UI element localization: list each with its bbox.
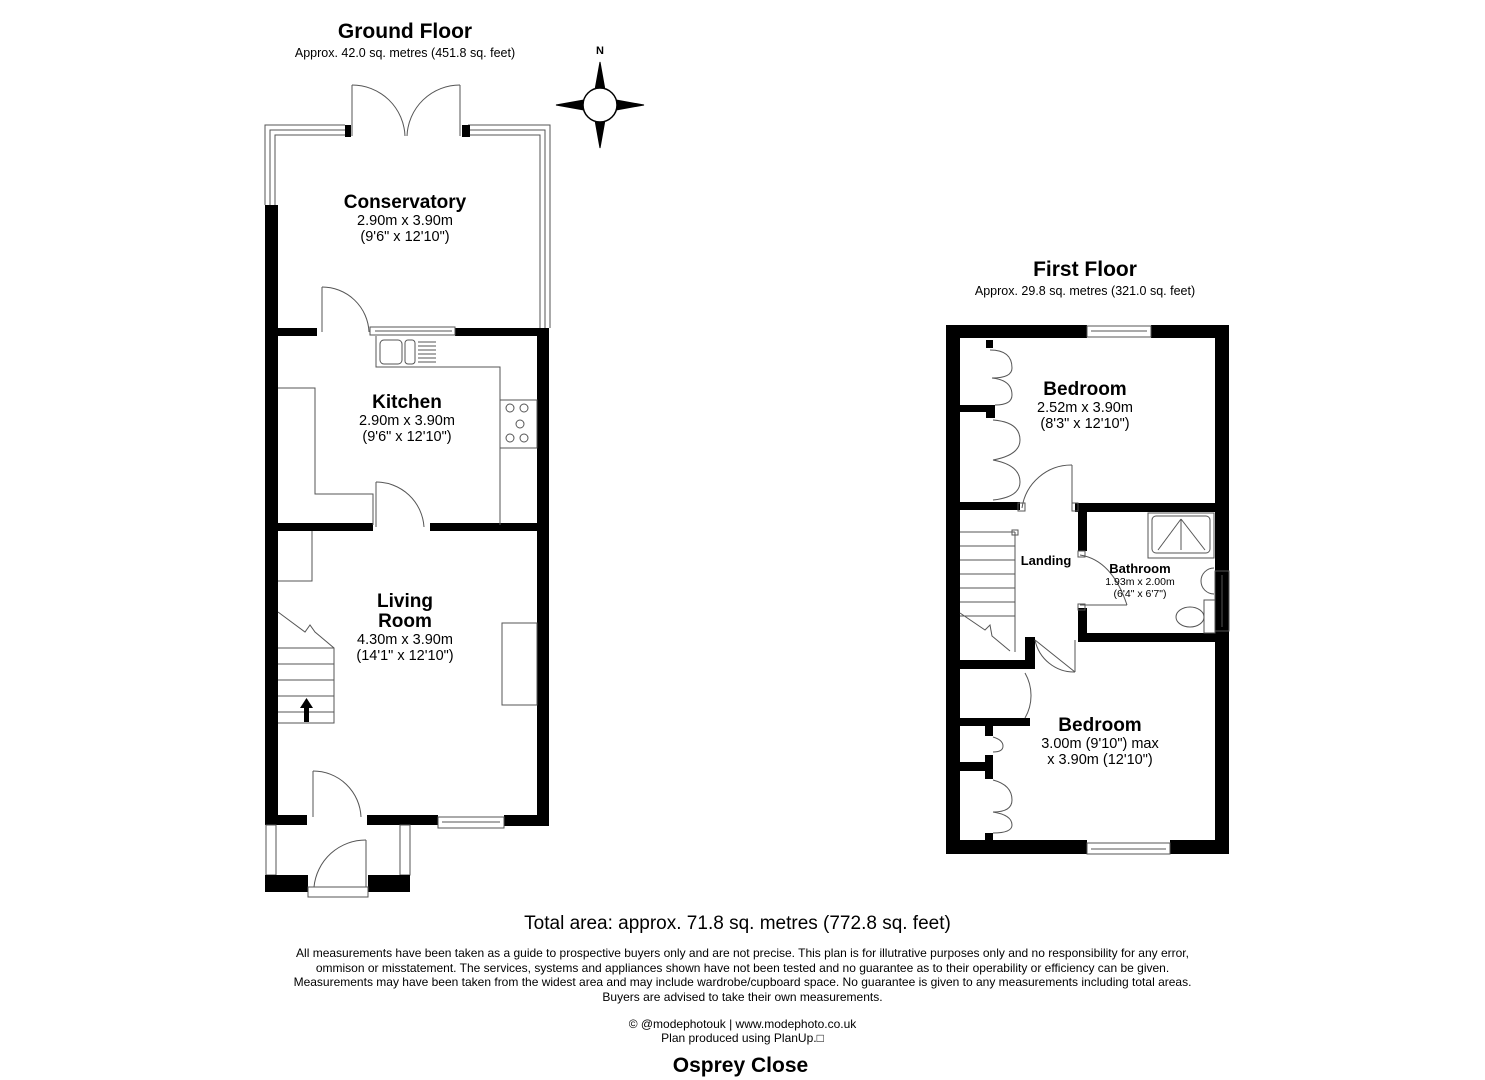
room-dimensions-imperial: (14'1" x 12'10") (356, 648, 454, 664)
front-door (307, 839, 369, 898)
door-jamb (345, 125, 351, 137)
disclaimer-line: Measurements may have been taken from th… (293, 975, 1192, 989)
north-label: N (596, 45, 604, 57)
compass-rose-icon (555, 61, 645, 149)
living-room-fixtures (277, 531, 538, 724)
room-dimensions-metric: 2.90m x 3.90m (359, 413, 455, 429)
room-label-living-room: Living Room 4.30m x 3.90m (14'1" x 12'10… (305, 591, 505, 665)
french-doors (351, 84, 461, 137)
door-jamb (462, 125, 470, 137)
first-floor-title: First Floor (1033, 258, 1137, 281)
conservatory-glazing (264, 124, 551, 328)
room-name-line2: Room (378, 611, 432, 632)
first-floor-area: Approx. 29.8 sq. metres (321.0 sq. feet) (974, 284, 1196, 298)
room-dimensions-line1: 3.00m (9'10") max (1041, 736, 1159, 752)
disclaimer-line: All measurements have been taken as a gu… (296, 946, 1189, 960)
room-name-line1: Living (377, 591, 433, 612)
room-label-landing: Landing (1020, 553, 1072, 568)
stairs-up-arrow-icon (300, 698, 313, 722)
ground-floor-area: Approx. 42.0 sq. metres (451.8 sq. feet) (294, 46, 516, 60)
copyright-line: © @modephotouk | www.modephoto.co.uk (628, 1017, 857, 1031)
first-floor-plan (946, 325, 1230, 855)
disclaimer-line: ommison or misstatement. The services, s… (315, 960, 1170, 975)
produced-by-line: Plan produced using PlanUp.□ (661, 1031, 824, 1045)
window (437, 816, 505, 829)
ground-floor-title: Ground Floor (337, 20, 473, 43)
room-dimensions-metric: 4.30m x 3.90m (357, 632, 453, 648)
room-name: Kitchen (372, 392, 442, 413)
room-name: Conservatory (343, 192, 467, 213)
total-area: Total area: approx. 71.8 sq. metres (772… (524, 913, 951, 934)
property-address: Osprey Close (672, 1054, 809, 1077)
room-dimensions-imperial: (9'6" x 12'10") (362, 429, 452, 445)
room-dimensions-imperial: (8'3" x 12'10") (1040, 416, 1130, 432)
room-label-bathroom: Bathroom 1.93m x 2.00m (6'4" x 6'7") (1095, 561, 1185, 600)
room-dimensions-imperial: (6'4" x 6'7") (1113, 588, 1167, 600)
room-dimensions-metric: 2.52m x 3.90m (1037, 400, 1133, 416)
disclaimer: All measurements have been taken as a gu… (0, 946, 1485, 1004)
porch-windows (265, 824, 411, 876)
room-label-bedroom-1: Bedroom 2.52m x 3.90m (8'3" x 12'10") (985, 379, 1185, 433)
room-label-conservatory: Conservatory 2.90m x 3.90m (9'6" x 12'10… (300, 192, 510, 246)
room-dimensions-line2: x 3.90m (12'10") (1047, 752, 1153, 768)
ground-floor-plan (264, 84, 551, 898)
room-dimensions-imperial: (9'6" x 12'10") (360, 229, 450, 245)
first-floor-fixtures (959, 349, 1216, 834)
room-dimensions-metric: 2.90m x 3.90m (357, 213, 453, 229)
kitchen-units (278, 336, 538, 528)
room-name: Bathroom (1109, 561, 1171, 576)
credits: © @modephotouk | www.modephoto.co.uk Pla… (0, 1017, 1485, 1045)
room-name: Bedroom (1058, 715, 1142, 736)
room-label-kitchen: Kitchen 2.90m x 3.90m (9'6" x 12'10") (307, 392, 507, 446)
room-label-bedroom-2: Bedroom 3.00m (9'10") max x 3.90m (12'10… (1000, 715, 1200, 769)
room-dimensions-metric: 1.93m x 2.00m (1105, 576, 1175, 588)
room-name: Bedroom (1043, 379, 1127, 400)
disclaimer-line: Buyers are advised to take their own mea… (602, 989, 883, 1004)
